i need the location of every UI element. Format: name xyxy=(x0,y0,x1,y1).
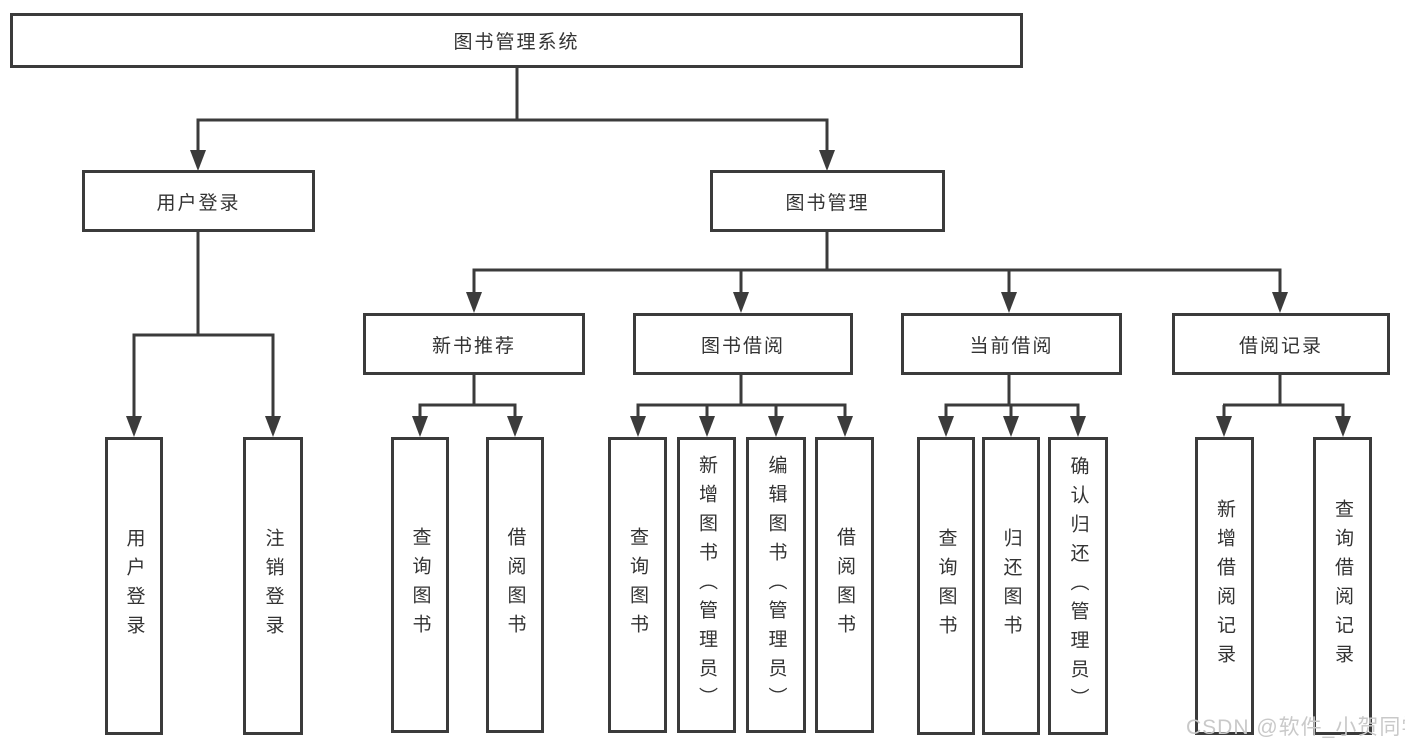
node-book-borrow: 图书借阅 xyxy=(633,313,853,375)
leaf-add-book-admin: 新增图书（管理员） xyxy=(677,437,736,733)
node-user-login: 用户登录 xyxy=(82,170,315,232)
connector-current-borrow-to-children xyxy=(938,375,1086,437)
node-library-system: 图书管理系统 xyxy=(10,13,1023,68)
connector-book-borrow-to-children xyxy=(630,375,853,437)
node-book-management: 图书管理 xyxy=(710,170,945,232)
leaf-query-book-borrow-label: 查询图书 xyxy=(627,527,648,643)
node-user-login-label: 用户登录 xyxy=(156,192,241,214)
node-book-borrow-label: 图书借阅 xyxy=(700,335,785,357)
leaf-user-login: 用户登录 xyxy=(105,437,163,735)
leaf-add-book-admin-label: 新增图书（管理员） xyxy=(696,454,717,716)
leaf-query-book-current: 查询图书 xyxy=(917,437,975,735)
leaf-borrow-book-recommend: 借阅图书 xyxy=(486,437,544,733)
leaf-return-book-label: 归还图书 xyxy=(1000,528,1022,644)
leaf-add-borrow-record-label: 新增借阅记录 xyxy=(1214,499,1235,673)
leaf-borrow-book: 借阅图书 xyxy=(815,437,874,733)
connector-root-to-level2 xyxy=(190,68,835,171)
leaf-query-book-current-label: 查询图书 xyxy=(935,528,957,644)
leaf-logout: 注销登录 xyxy=(243,437,303,735)
node-new-book-recommend-label: 新书推荐 xyxy=(431,335,516,357)
node-library-system-label: 图书管理系统 xyxy=(453,32,580,53)
leaf-query-book-borrow: 查询图书 xyxy=(608,437,667,733)
leaf-query-borrow-record-label: 查询借阅记录 xyxy=(1332,499,1353,673)
leaf-edit-book-admin-label: 编辑图书（管理员） xyxy=(765,454,787,716)
connector-user-login-to-children xyxy=(126,232,281,437)
watermark: CSDN @软件_小贺同学 xyxy=(1186,716,1405,739)
leaf-return-book: 归还图书 xyxy=(982,437,1040,735)
leaf-add-borrow-record: 新增借阅记录 xyxy=(1195,437,1254,735)
leaf-query-book-recommend: 查询图书 xyxy=(391,437,449,733)
connector-book-mgmt-to-level3 xyxy=(466,232,1288,313)
leaf-edit-book-admin: 编辑图书（管理员） xyxy=(746,437,806,733)
leaf-confirm-return-admin-label: 确认归还（管理员） xyxy=(1067,455,1089,717)
node-borrow-record: 借阅记录 xyxy=(1172,313,1390,375)
leaf-user-login-label: 用户登录 xyxy=(123,528,145,644)
node-new-book-recommend: 新书推荐 xyxy=(363,313,585,375)
leaf-query-book-recommend-label: 查询图书 xyxy=(409,527,431,643)
leaf-query-borrow-record: 查询借阅记录 xyxy=(1313,437,1372,735)
leaf-confirm-return-admin: 确认归还（管理员） xyxy=(1048,437,1108,735)
node-current-borrow-label: 当前借阅 xyxy=(969,335,1054,357)
connector-borrow-record-to-children xyxy=(1216,375,1351,437)
node-borrow-record-label: 借阅记录 xyxy=(1238,335,1323,357)
leaf-logout-label: 注销登录 xyxy=(262,528,284,644)
leaf-borrow-book-recommend-label: 借阅图书 xyxy=(504,527,526,643)
leaf-borrow-book-label: 借阅图书 xyxy=(834,527,855,643)
node-current-borrow: 当前借阅 xyxy=(901,313,1122,375)
connector-new-book-to-children xyxy=(412,375,523,437)
node-book-management-label: 图书管理 xyxy=(785,192,870,214)
